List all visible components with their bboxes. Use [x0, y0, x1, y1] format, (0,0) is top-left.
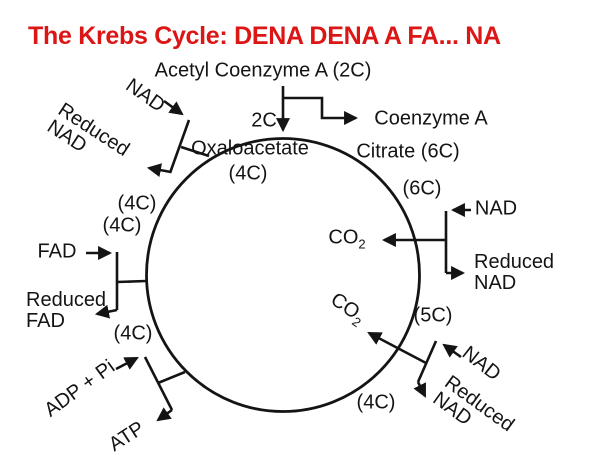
arrow-nad-in-top-left [163, 99, 184, 116]
arrow-reduced-fad-out [94, 304, 118, 319]
c6-label: (6C) [402, 177, 442, 200]
cycle-circle [145, 137, 421, 413]
arrow-nad-in-bottom-right [442, 343, 462, 359]
c4-left-lower-label: (4C) [102, 214, 142, 237]
arrow-adp-in [115, 356, 139, 371]
tick-left [116, 279, 147, 284]
arrow-reduced-nad-out-bottom-right [413, 381, 427, 398]
bracket-bottom-right [416, 340, 438, 383]
fad-in-label: FAD [37, 240, 77, 263]
tick-bottom-left [157, 370, 186, 385]
c5-label: (5C) [413, 304, 453, 327]
co2-text: CO [328, 226, 359, 249]
tick-top-left [180, 145, 210, 158]
acetyl-coenzyme-a-label: Acetyl Coenzyme A (2C) [154, 59, 372, 82]
reduced-fad-label: Reduced FAD [26, 289, 107, 332]
bracket-top-left [168, 119, 191, 174]
nad-in-right-label: NAD [474, 197, 518, 220]
oxaloacetate-label: Oxaloacetate [191, 137, 309, 160]
arrow-co2-out-bottom [367, 331, 427, 365]
carbons-in-label: 2C [251, 109, 277, 132]
citrate-label: Citrate (6C) [356, 140, 460, 163]
coenzyme-a-label: Coenzyme A [374, 107, 488, 130]
oxaloacetate-carbons-label: (4C) [228, 162, 268, 185]
co2-right-label: CO2 [328, 226, 366, 255]
arrow-reduced-nad-out-top-left [146, 163, 172, 178]
c4-bottom-right-label: (4C) [356, 391, 396, 414]
arrow-atp-out [156, 407, 173, 422]
reduced-nad-right-label: Reduced NAD [474, 251, 555, 294]
c4-bottom-left-label: (4C) [113, 322, 153, 345]
c4-left-upper-label: (4C) [117, 192, 157, 215]
co2-subscript: 2 [358, 236, 366, 252]
slide-title: The Krebs Cycle: DENA DENA A FA... NA [28, 22, 501, 50]
arrow-coenzyme-a-out [283, 96, 359, 126]
